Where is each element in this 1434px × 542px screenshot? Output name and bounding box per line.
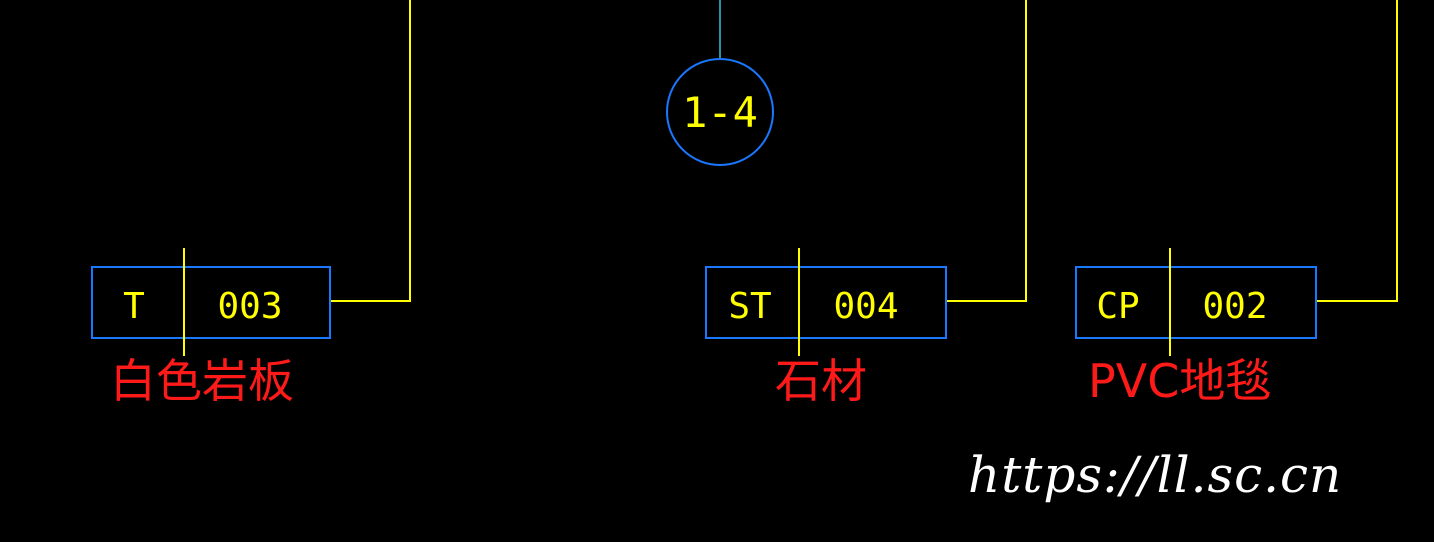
tag-number: 002 (1202, 286, 1267, 327)
tag-box (705, 266, 947, 339)
tag-number: 003 (217, 286, 282, 327)
material-name-label: PVC地毯 (1088, 354, 1272, 408)
material-tag-t003[interactable]: T 003 (91, 0, 411, 356)
marker-circle (666, 58, 774, 166)
marker-label: 1-4 (682, 88, 758, 137)
tag-leader-line (1316, 0, 1398, 302)
tag-leader-line (946, 0, 1027, 302)
watermark-url: https://ll.sc.cn (968, 446, 1343, 504)
tag-code: CP (1096, 286, 1139, 327)
tag-leader-line (330, 0, 411, 302)
material-tag-st004[interactable]: ST 004 (705, 0, 1027, 356)
material-name-label: 白色岩板 (110, 354, 294, 408)
tag-number: 004 (833, 286, 898, 327)
tag-code: T (123, 286, 145, 327)
material-name-label: 石材 (775, 354, 867, 408)
tag-code: ST (728, 286, 771, 327)
material-tag-cp002[interactable]: CP 002 (1075, 0, 1398, 356)
detail-marker[interactable]: 1-4 (666, 0, 774, 166)
tag-box (91, 266, 331, 339)
tag-box (1075, 266, 1317, 339)
